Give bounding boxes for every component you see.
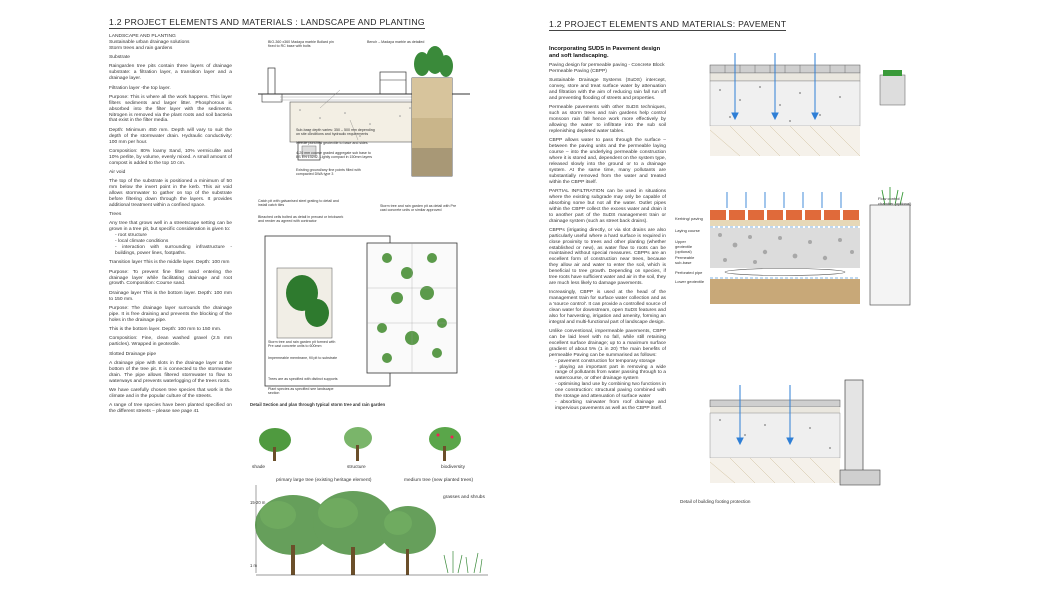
intro-line: Storm trees and rain gardens <box>109 45 173 51</box>
label-perforated-pipe: Perforated pipe <box>675 270 703 275</box>
note-subbase: Sub-base depth varies: 350 – 500 mm depe… <box>296 128 375 137</box>
list-item: local climate conditions <box>115 239 232 245</box>
paragraph: Depth: Minimum 450 mm. Depth will vary t… <box>109 127 232 145</box>
legend-biodiversity: biodiversity <box>441 465 465 470</box>
label-flow-control: Flow control chamber (optional) <box>878 196 912 206</box>
paragraph: Paving design for permeable paving - Con… <box>549 63 665 75</box>
note-plan-species: Plant species as specified see landscape… <box>268 387 334 396</box>
note-geotextile: Needle punched geotextile to base and si… <box>296 141 368 145</box>
paragraph: Purpose: To prevent fine filter sand ent… <box>109 269 232 287</box>
paragraph: Sustainable Drainage Systems (SuDS) inte… <box>549 78 666 102</box>
structure-icon <box>344 427 372 461</box>
biodiversity-icon <box>429 427 461 461</box>
intro-line: LANDSCAPE AND PLANTING <box>109 34 176 39</box>
paragraph: Composition: Fine, clean washed gravel (… <box>109 336 232 348</box>
note-bench: Bench – Madaya marble as detailed <box>367 40 425 44</box>
legend-shade: shade <box>252 465 266 470</box>
paragraph: This is the bottom layer. Depth: 100 mm … <box>109 327 222 333</box>
note-storm-tree-pit: Storm tree and rain garden pit as detail… <box>380 204 457 213</box>
storm-tree-plan-drawing <box>264 235 458 387</box>
list-item: pavement construction for temporary stor… <box>555 359 666 365</box>
street-section-trees <box>255 485 488 576</box>
paragraph: Purpose: This is where all the work happ… <box>109 94 232 124</box>
note-bleached-cells: Bleached cells bolted as detail in preca… <box>258 215 344 224</box>
scale-label: 1 m <box>250 563 257 568</box>
paragraph: Permeable pavements with other SuDS tech… <box>549 105 666 135</box>
note-plan-membrane: Impermeable membrane, fill pit to substr… <box>268 356 338 360</box>
list-item: optimising land use by combining two fun… <box>555 382 666 400</box>
note-aggregate: 4-20 mm course graded aggregate sub base… <box>296 151 373 160</box>
paragraph: Purpose: The drainage layer surrounds th… <box>109 305 232 323</box>
tree-function-legend <box>259 427 461 461</box>
height-label: 15-20 m <box>250 500 266 505</box>
label-kerbing: Kerbing/ paving <box>675 216 703 221</box>
note-plan-trees: Trees are as specified with distinct sup… <box>268 377 338 381</box>
paragraph: PARTIAL INFILTRATION can be used in situ… <box>549 188 666 224</box>
label-laying-course: Laying course <box>675 228 700 233</box>
drawing-caption: Detail Section and plan through typical … <box>250 402 386 407</box>
paragraph: Air void <box>109 169 126 175</box>
note-bollard: BIO-360 x360 Madaya marble Bollard pin f… <box>268 40 334 49</box>
paragraph: We have carefully chosen tree species th… <box>109 387 232 399</box>
label-sub-base: Permeable sub-base <box>675 255 695 265</box>
paragraph: A drainage pipe with slots in the draina… <box>109 360 232 384</box>
paragraph: Drainage layer This is the bottom layer.… <box>109 290 232 302</box>
permeable-paving-section-1 <box>709 53 906 157</box>
label-lower-geotextile: Lower geotextile <box>675 279 705 284</box>
page-title-right: 1.2 PROJECT ELEMENTS AND MATERIALS: PAVE… <box>549 19 787 29</box>
paragraph: CBPP allows water to pass through the su… <box>549 138 666 185</box>
shade-icon <box>259 428 291 461</box>
consideration-list: root structure local climate conditions … <box>109 233 232 257</box>
paragraph: The top of the substrate is positioned a… <box>109 179 232 208</box>
left-text-column: LANDSCAPE AND PLANTING Sustainable urban… <box>109 34 232 418</box>
section-label-primary: primary large tree (existing heritage el… <box>276 478 372 483</box>
paragraph: CBPPs (irrigating directly, or via slot … <box>549 227 666 286</box>
section-heading: Incorporating SUDS in Pavement design an… <box>549 46 661 59</box>
building-footing-section <box>709 379 881 486</box>
storm-tree-section-drawing <box>258 46 470 177</box>
list-item: root structure <box>115 233 232 239</box>
intro-line: Sustainable urban drainage solutions <box>109 39 190 45</box>
note-catch-pit: Catch pit with galvanised steel grating … <box>258 199 339 208</box>
permeable-paving-section-2 <box>710 187 911 306</box>
paragraph: Filtration layer -the top layer. <box>109 85 171 91</box>
paragraph: Any tree that grows well in a streetscap… <box>109 221 232 233</box>
paragraph: Substrate <box>109 55 130 61</box>
list-item: playing an important part in removing a … <box>555 365 666 383</box>
paragraph: Composition: 80% loamy Sand, 10% vermicu… <box>109 148 232 166</box>
list-item: interaction with surrounding infrastruct… <box>115 245 232 257</box>
footing-caption: Detail of building footing protection <box>680 499 751 504</box>
note-plan-pit: Storm tree and rain garden pit formed wi… <box>268 340 336 349</box>
section-label-medium: medium tree (new planted trees) <box>404 478 474 483</box>
paragraph: Trees <box>109 212 122 218</box>
benefits-list: pavement construction for temporary stor… <box>549 359 666 412</box>
paragraph: Transition layer This is the middle laye… <box>109 260 230 266</box>
paragraph: Increasingly, CBPP is used at the head o… <box>549 290 666 325</box>
list-item: absorbing rainwater from roof drainage a… <box>555 400 666 412</box>
paragraph: Raingarden tree pits contain three layer… <box>109 64 232 82</box>
label-upper-geotextile: Upper geotextile (optional) <box>675 239 693 254</box>
section-label-grasses: grasses and shrubs <box>443 495 485 500</box>
right-text-column: Incorporating SUDS in Pavement design an… <box>549 46 666 415</box>
paragraph: A range of tree species have been plante… <box>109 403 232 414</box>
paragraph: Slotted Drainage pipe <box>109 351 157 357</box>
paragraph: Unlike conventional, impermeable pavemen… <box>549 329 666 358</box>
legend-structure: structure <box>347 465 366 470</box>
note-existing-ground: Existing ground/any fine points filled w… <box>296 168 361 177</box>
page-title-left: 1.2 PROJECT ELEMENTS AND MATERIALS : LAN… <box>109 17 425 27</box>
